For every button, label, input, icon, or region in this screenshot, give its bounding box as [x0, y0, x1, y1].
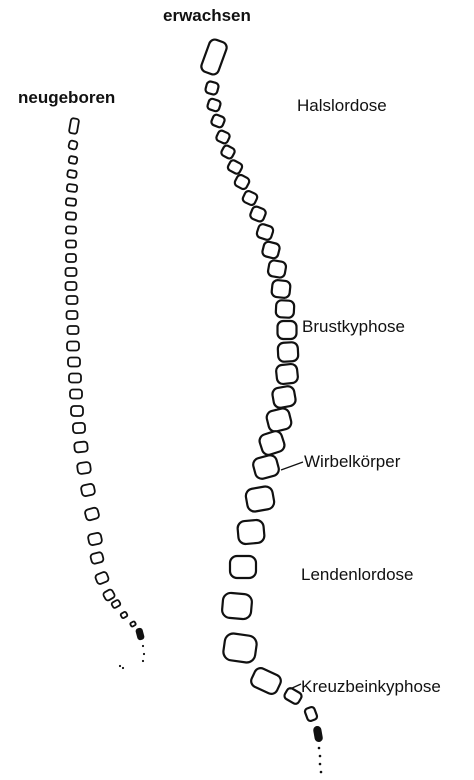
adult-vertebra-19	[271, 385, 296, 409]
newborn-vertebra-22	[74, 441, 88, 452]
newborn-vertebra-10	[66, 254, 76, 262]
newborn-vertebra-2	[68, 140, 78, 150]
adult-vertebra-6	[220, 144, 236, 159]
newborn-vertebra-20	[71, 406, 83, 416]
sacral-kyphosis-label: Kreuzbeinkyphose	[301, 677, 441, 697]
newborn-vertebra-13	[67, 296, 78, 304]
adult-vertebra-16	[278, 321, 297, 339]
newborn-vertebra-21	[73, 423, 86, 434]
adult-vertebra-23	[245, 485, 276, 512]
adult-heading: erwachsen	[163, 6, 251, 26]
newborn-vertebra-15	[68, 326, 79, 334]
adult-coccyx-segment	[314, 727, 322, 742]
adult-vertebra-28	[249, 666, 283, 696]
newborn-coccyx-dot-5	[122, 667, 124, 669]
newborn-vertebra-14	[67, 311, 78, 319]
newborn-vertebra-12	[66, 282, 77, 290]
newborn-vertebra-27	[90, 552, 104, 565]
newborn-vertebra-18	[69, 374, 81, 383]
adult-vertebra-8	[233, 174, 250, 191]
newborn-vertebra-4	[67, 170, 77, 178]
newborn-vertebra-8	[66, 226, 76, 233]
newborn-vertebra-19	[70, 390, 82, 399]
adult-spine	[200, 38, 323, 773]
newborn-coccyx-dot-4	[119, 665, 121, 667]
newborn-coccyx-segment	[136, 629, 143, 640]
newborn-coccyx-dot-1	[142, 645, 144, 647]
adult-vertebra-30	[304, 706, 318, 722]
adult-coccyx-dot-2	[319, 755, 322, 758]
adult-coccyx-dot-1	[318, 747, 321, 750]
newborn-vertebra-26	[87, 532, 102, 545]
newborn-vertebra-24	[80, 483, 95, 496]
newborn-vertebra-31	[120, 611, 128, 618]
newborn-heading: neugeboren	[18, 88, 115, 108]
adult-vertebra-22	[252, 454, 281, 480]
adult-vertebra-2	[205, 81, 220, 96]
newborn-vertebra-6	[66, 198, 77, 206]
newborn-vertebra-17	[68, 358, 80, 367]
newborn-vertebra-5	[67, 184, 78, 192]
adult-vertebra-4	[210, 114, 225, 129]
newborn-vertebra-9	[66, 241, 76, 248]
newborn-vertebra-7	[66, 212, 76, 220]
adult-vertebra-5	[215, 129, 231, 144]
adult-vertebra-18	[276, 363, 299, 384]
newborn-vertebra-25	[84, 507, 99, 521]
newborn-vertebra-1	[69, 118, 79, 134]
adult-vertebra-27	[222, 632, 257, 663]
newborn-vertebra-29	[102, 589, 115, 602]
newborn-vertebra-16	[67, 342, 79, 351]
newborn-vertebra-30	[111, 599, 121, 608]
adult-vertebra-24	[237, 519, 265, 544]
newborn-vertebra-11	[66, 268, 77, 276]
newborn-vertebra-3	[68, 156, 77, 165]
newborn-vertebra-23	[77, 462, 91, 475]
adult-vertebra-11	[256, 223, 275, 241]
vertebra-leader-line	[281, 462, 303, 470]
adult-vertebra-9	[242, 190, 259, 206]
sacral-leader-line	[290, 684, 301, 689]
adult-coccyx-dot-4	[320, 771, 323, 774]
cervical-lordosis-label: Halslordose	[297, 96, 387, 116]
adult-vertebra-7	[227, 159, 244, 175]
newborn-coccyx-dot-2	[143, 653, 145, 655]
adult-vertebra-20	[265, 407, 292, 433]
lumbar-lordosis-label: Lendenlordose	[301, 565, 413, 585]
newborn-coccyx-dot-3	[142, 660, 144, 662]
adult-vertebra-17	[278, 342, 299, 362]
newborn-vertebra-28	[95, 571, 110, 585]
newborn-vertebra-32	[130, 621, 136, 627]
adult-vertebra-12	[261, 241, 280, 259]
adult-vertebra-10	[249, 205, 267, 222]
adult-vertebra-14	[271, 280, 291, 299]
adult-vertebra-3	[207, 98, 222, 112]
adult-vertebra-15	[276, 300, 295, 318]
adult-vertebra-13	[267, 260, 287, 279]
thoracic-kyphosis-label: Brustkyphose	[302, 317, 405, 337]
adult-coccyx-dot-3	[319, 763, 322, 766]
vertebral-body-label: Wirbelkörper	[304, 452, 400, 472]
adult-vertebra-1	[200, 38, 229, 76]
newborn-spine	[66, 118, 146, 669]
adult-vertebra-25	[230, 556, 256, 578]
adult-vertebra-26	[221, 592, 252, 619]
adult-vertebra-29	[283, 687, 303, 705]
adult-vertebra-21	[258, 429, 286, 456]
